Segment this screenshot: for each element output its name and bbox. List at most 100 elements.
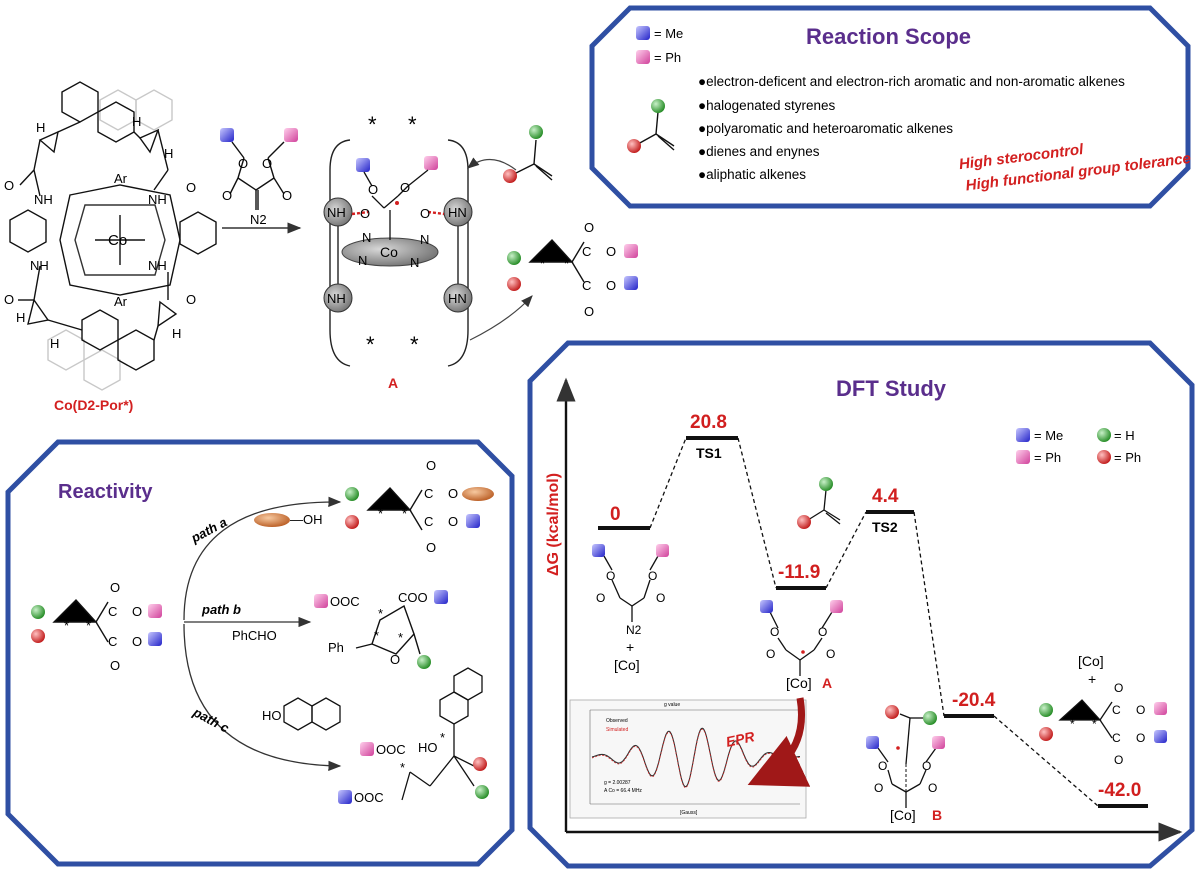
pa-o-1: O (426, 458, 436, 473)
prod-o-1: O (584, 220, 594, 235)
dft-b-o-3: O (874, 781, 883, 795)
pb-star-3: * (398, 630, 403, 645)
prod-c-2: C (582, 278, 591, 293)
pa-star-1: * (378, 506, 383, 521)
dft-label-a: A (822, 675, 832, 691)
int-co-label: Co (380, 244, 398, 260)
pa-o-2: O (448, 486, 458, 501)
int-nh-1: NH (327, 205, 346, 220)
scope-legend-ph: = Ph (654, 50, 681, 65)
ph-ball-icon (503, 169, 517, 183)
pa-o-3: O (448, 514, 458, 529)
int-o-2: O (400, 180, 410, 195)
catalyst-structure (9, 81, 217, 391)
dprod-o-2: O (1136, 703, 1145, 717)
dft-a-o-4: O (826, 647, 835, 661)
epr-top-label: g value (664, 702, 680, 708)
scope-item: ●halogenated styrenes (698, 98, 835, 113)
sub-star-1: * (64, 618, 69, 633)
dft-b-o-1: O (878, 759, 887, 773)
sub-o-3: O (132, 634, 142, 649)
catalyst-labels: Ar Ar Co NH NH NH NH O O O O H H H H H H (4, 114, 196, 351)
scope-item: ●aliphatic alkenes (698, 167, 806, 182)
diazo-o-3: O (222, 188, 232, 203)
scope-me-cube-icon (636, 26, 650, 40)
dprod-c-1: C (1112, 703, 1121, 717)
dft-a-o-2: O (818, 625, 827, 639)
reagent-b: PhCHO (232, 628, 277, 643)
dft-co-b: [Co] (890, 807, 916, 823)
pa-c-1: C (424, 486, 433, 501)
dft-legend-h-icon (1097, 428, 1111, 442)
dft-o-2: O (648, 569, 657, 583)
pb-ph: Ph (328, 640, 344, 655)
catalyst-o-1: O (4, 178, 14, 193)
dft-label-b: B (932, 807, 942, 823)
reactivity-frame (5, 439, 515, 867)
sub-star-2: * (86, 618, 91, 633)
catalyst-o-4: O (186, 292, 196, 307)
pb-star-1: * (378, 606, 383, 621)
product-c-labels: OOC OOC HO * * (354, 730, 445, 805)
sub-o-4: O (110, 658, 120, 673)
int-hn-2: HN (448, 291, 467, 306)
dft-ylabel: ΔG (kcal/mol) (545, 473, 562, 576)
diazo-o-2: O (262, 156, 272, 171)
epr-observed: Observed (606, 718, 628, 724)
substrate-labels: O C O C O O * * (64, 580, 142, 673)
product-b (355, 604, 421, 655)
int-star-3: * (366, 332, 375, 357)
scope-legend-me: = Me (654, 26, 683, 41)
dft-co-product: [Co] (1078, 653, 1104, 669)
int-n-4: N (410, 255, 419, 270)
energy-value-product: -42.0 (1098, 780, 1141, 801)
ts1-label: TS1 (696, 445, 722, 461)
ph-cube-icon (284, 128, 298, 142)
energy-value-int-b: -20.4 (952, 690, 996, 711)
product-b-labels: OOC COO Ph O * * * (328, 590, 428, 667)
int-o-4: O (420, 206, 430, 221)
pa-o-4: O (426, 540, 436, 555)
sub-o-1: O (110, 580, 120, 595)
catalyst-h-1: H (36, 120, 45, 135)
path-a-arrow (183, 496, 342, 621)
dft-legend-ph2-icon (1097, 450, 1111, 464)
energy-value-0: 0 (610, 504, 621, 525)
scope-item: ●polyaromatic and heteroaromatic alkenes (698, 121, 953, 136)
int-star-1: * (368, 112, 377, 137)
scope-list: ●electron-deficent and electron-rich aro… (698, 74, 1125, 182)
cyclopropane-product-top (528, 238, 585, 283)
catalyst-nh-2: NH (30, 258, 49, 273)
dft-diazo (603, 555, 659, 622)
dft-product (1058, 699, 1113, 739)
sub-o-2: O (132, 604, 142, 619)
catalyst-o-2: O (186, 180, 196, 195)
reactivity-substrate (52, 598, 109, 643)
catalyst-nh-4: NH (148, 258, 167, 273)
pc-ho: HO (418, 740, 438, 755)
dft-legend-ph2: = Ph (1114, 450, 1141, 465)
product-a-labels: O C O C O O * * (378, 458, 458, 555)
dft-plus-1: + (626, 639, 634, 655)
epr-inset: g value Observed Simulated g = 2.00287 A… (569, 699, 807, 819)
int-o-1: O (368, 182, 378, 197)
sub-c-1: C (108, 604, 117, 619)
catalyst-nh-1: NH (34, 192, 53, 207)
dprod-c-2: C (1112, 731, 1121, 745)
dft-legend-ph: = Ph (1034, 450, 1061, 465)
ts2-label: TS2 (872, 519, 898, 535)
dprod-o-4: O (1114, 753, 1123, 767)
scope-item: ●dienes and enynes (698, 144, 820, 159)
dft-legend-h: = H (1114, 428, 1135, 443)
dft-o-3: O (596, 591, 605, 605)
catalyst-h-2: H (164, 146, 173, 161)
catalyst-name: Co(D2-Por*) (54, 397, 133, 413)
energy-value-ts1: 20.8 (690, 412, 727, 433)
pc-star-1: * (400, 760, 405, 775)
intermediate-a (323, 139, 473, 367)
product-out-arrow (469, 295, 533, 341)
catalyst-h-5: H (50, 336, 59, 351)
dft-title: DFT Study (836, 376, 947, 401)
dft-legend-me-icon (1016, 428, 1030, 442)
